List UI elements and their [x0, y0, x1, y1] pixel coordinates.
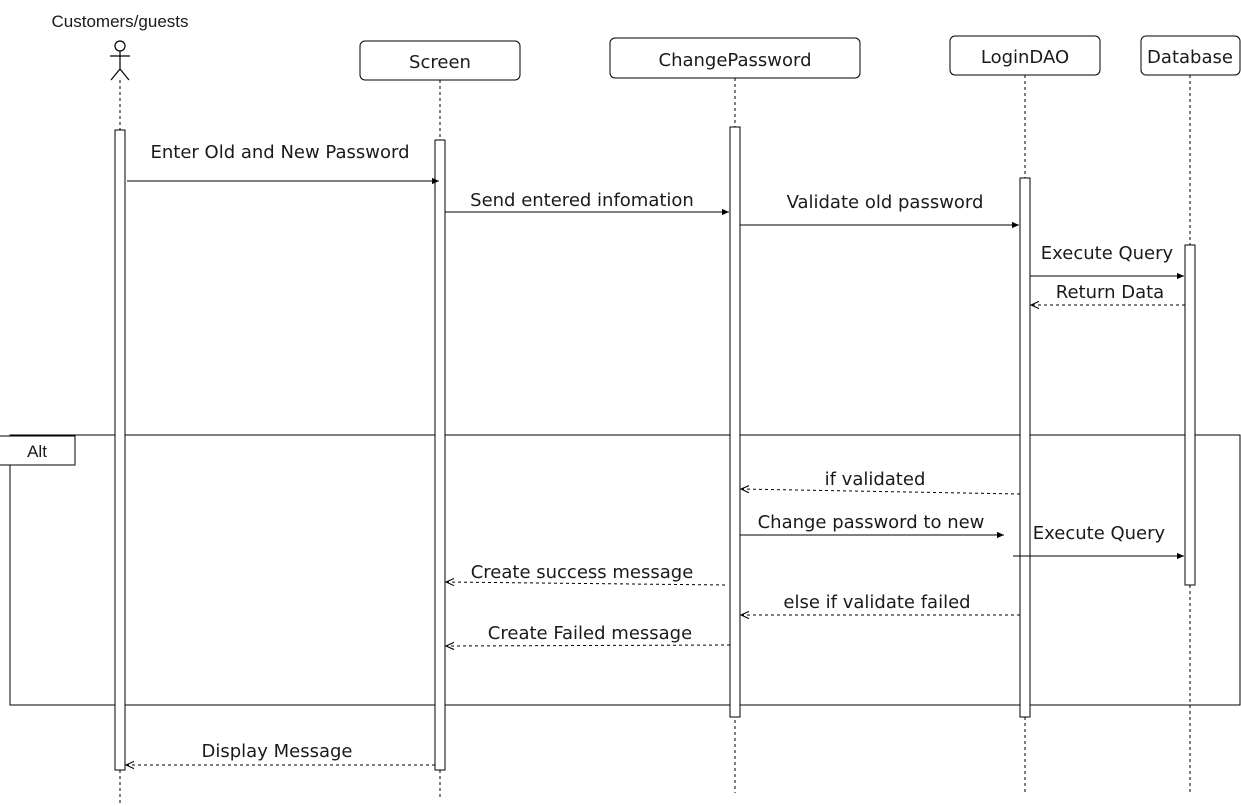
actor-customers-guests: Customers/guests — [52, 12, 189, 81]
message-m11: Create Failed message — [446, 623, 731, 646]
message-m9: Create success message — [446, 562, 726, 585]
stick-figure-icon — [110, 40, 130, 81]
message-label: if validated — [825, 469, 926, 490]
activation-screen — [434, 139, 446, 771]
activation-login-dao — [1019, 177, 1031, 718]
message-m12: Display Message — [126, 741, 435, 765]
participant-database: Database — [1140, 35, 1241, 76]
participant-label: LoginDAO — [981, 47, 1069, 68]
participant-label: ChangePassword — [659, 50, 812, 71]
message-label: Return Data — [1056, 282, 1164, 303]
activation-database — [1184, 244, 1196, 586]
message-label: Execute Query — [1033, 523, 1166, 544]
message-label: Create Failed message — [488, 623, 692, 644]
message-m5: Return Data — [1031, 282, 1185, 305]
participant-change-password: ChangePassword — [609, 37, 861, 79]
message-m7: Change password to new — [740, 512, 1004, 539]
message-label: Validate old password — [787, 192, 984, 213]
message-m4: Execute Query — [1030, 243, 1184, 280]
message-label: Execute Query — [1041, 243, 1174, 264]
message-label: Create success message — [471, 562, 694, 583]
message-m6: if validated — [741, 469, 1021, 495]
activation-customers — [114, 129, 126, 771]
message-m10: else if validate failed — [741, 592, 1020, 615]
alt-fragment-label: Alt — [27, 442, 47, 461]
activation-change-password — [729, 126, 741, 718]
message-label: Change password to new — [758, 512, 985, 533]
message-label: Send entered infomation — [470, 190, 694, 211]
message-label: Display Message — [202, 741, 353, 762]
message-m1: Enter Old and New Password — [127, 142, 439, 185]
message-m8: Execute Query — [1013, 523, 1184, 560]
participant-label: Database — [1147, 47, 1233, 68]
message-m3: Validate old password — [740, 192, 1019, 229]
message-m2: Send entered infomation — [445, 190, 729, 216]
participant-login-dao: LoginDAO — [949, 35, 1101, 76]
participant-label: Screen — [409, 52, 471, 73]
participant-screen: Screen — [359, 40, 521, 81]
actor-label: Customers/guests — [52, 12, 189, 31]
message-label: Enter Old and New Password — [151, 142, 410, 163]
message-label: else if validate failed — [783, 592, 970, 613]
alt-fragment: Alt — [0, 434, 1241, 706]
